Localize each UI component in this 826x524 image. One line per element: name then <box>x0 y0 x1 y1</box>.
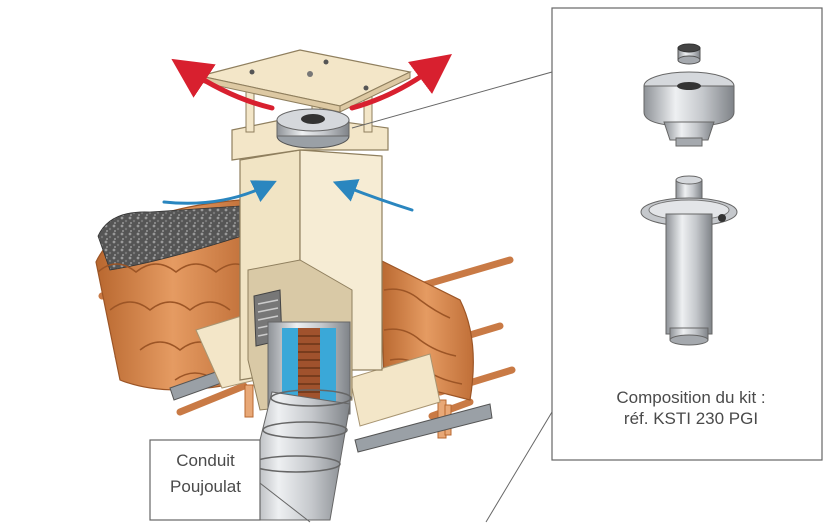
kit-caption: Composition du kit : réf. KSTI 230 PGI <box>556 387 826 430</box>
conduit-caption-line2: Poujoulat <box>170 476 241 496</box>
terminal-cap <box>276 108 350 149</box>
kit-terminal-top-icon <box>677 43 701 65</box>
kit-terminal-body-icon <box>643 71 735 147</box>
kit-flue-pipe-icon <box>640 175 738 346</box>
flue-pipe <box>239 321 352 521</box>
fresh-air-arrows <box>162 179 414 212</box>
warm-air-arrows <box>171 54 453 111</box>
kit-caption-title: Composition du kit : <box>616 388 766 407</box>
kit-caption-reference: réf. KSTI 230 PGI <box>623 409 759 429</box>
conduit-caption-line1: Conduit <box>176 451 235 470</box>
conduit-label-box <box>149 439 261 521</box>
callout-leader-lines <box>255 71 553 523</box>
conduit-caption: Conduit Poujoulat <box>155 448 256 499</box>
